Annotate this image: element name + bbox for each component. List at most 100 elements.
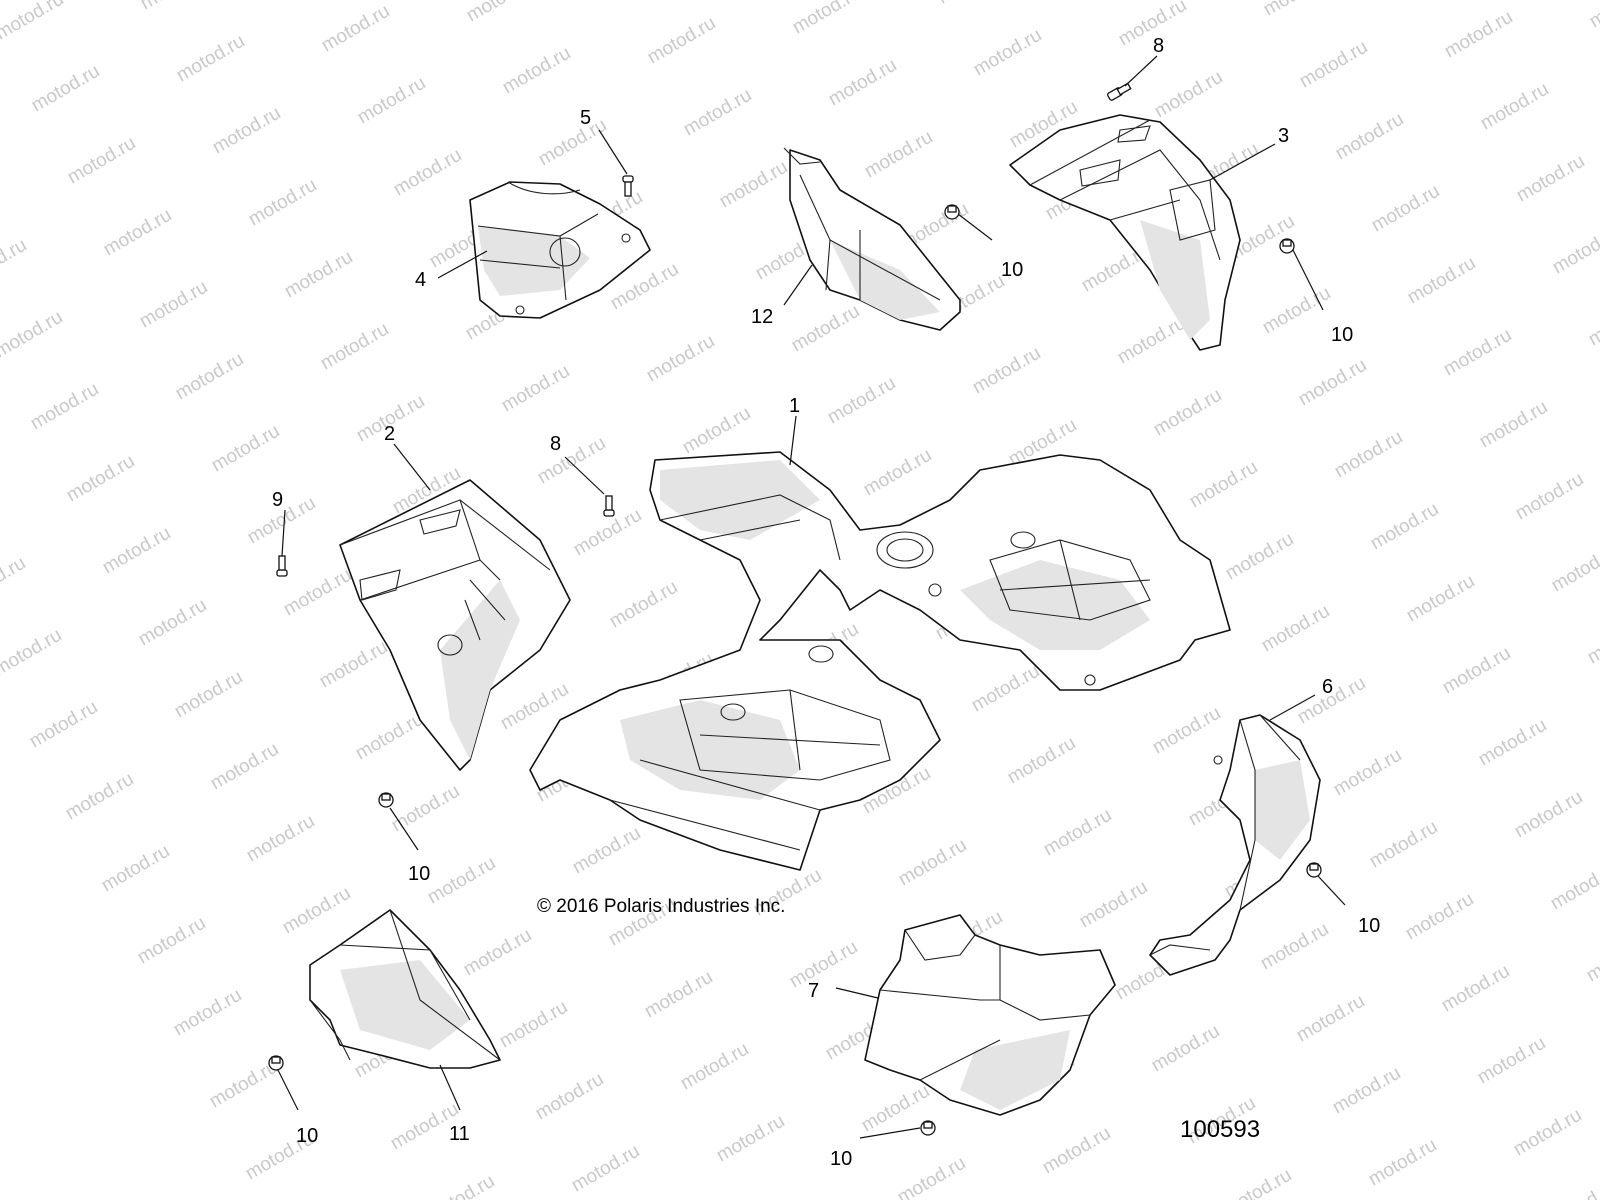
part-1-main-body xyxy=(529,451,1231,871)
watermark-text: motod.ru xyxy=(1511,787,1586,843)
watermark-text: motod.ru xyxy=(423,1171,498,1200)
part-3-side-panel xyxy=(1009,114,1241,351)
watermark-text: motod.ru xyxy=(680,85,755,141)
watermark-text: motod.ru xyxy=(1331,427,1406,483)
callout-8-top: 8 xyxy=(1153,35,1164,57)
watermark-text: motod.ru xyxy=(317,319,392,375)
fastener-10-clip-e xyxy=(268,1055,284,1071)
watermark-text: motod.ru xyxy=(209,103,284,159)
watermark-text: motod.ru xyxy=(1260,0,1335,20)
watermark-text: motod.ru xyxy=(1220,1165,1295,1200)
watermark-text: motod.ru xyxy=(460,925,535,981)
watermark-text: motod.ru xyxy=(1547,859,1600,915)
watermark-text: motod.ru xyxy=(568,1141,643,1197)
callout-labels: 1 2 3 4 5 6 7 8 8 9 10 10 10 10 10 10 11… xyxy=(272,35,1380,1170)
watermark-text: motod.ru xyxy=(100,205,175,261)
watermark-text: motod.ru xyxy=(1438,961,1513,1017)
part-7-lower-panel xyxy=(864,914,1116,1116)
watermark-text: motod.ru xyxy=(716,157,791,213)
watermark-text: motod.ru xyxy=(1332,109,1407,165)
callout-10-a: 10 xyxy=(1001,259,1023,281)
watermark-text: motod.ru xyxy=(1476,397,1551,453)
watermark-text: motod.ru xyxy=(1259,283,1334,339)
part-4-housing xyxy=(469,181,651,319)
callout-10-d: 10 xyxy=(1358,915,1380,937)
watermark-text: motod.ru xyxy=(644,13,719,69)
watermark-text: motod.ru xyxy=(62,769,137,825)
watermark-text: motod.ru xyxy=(281,247,356,303)
watermark-text: motod.ru xyxy=(171,667,246,723)
watermark-text: motod.ru xyxy=(1258,601,1333,657)
part-11-lower-panel xyxy=(309,909,501,1069)
diagram-number: 100593 xyxy=(1180,1116,1260,1143)
watermark-text: motod.ru xyxy=(1583,931,1600,987)
watermark-text: motod.ru xyxy=(789,0,864,38)
watermark-text: motod.ru xyxy=(388,781,463,837)
part-2-side-panel xyxy=(339,479,571,771)
fastener-10-clip-f xyxy=(920,1120,936,1136)
watermark-text: motod.ru xyxy=(1441,7,1516,63)
watermark-text: motod.ru xyxy=(1367,499,1442,555)
watermark-text: motod.ru xyxy=(1150,385,1225,441)
watermark-text: motod.ru xyxy=(499,43,574,99)
watermark-text: motod.ru xyxy=(934,0,1009,8)
watermark-text: motod.ru xyxy=(1404,253,1479,309)
fastener-10-clip-b xyxy=(1279,238,1295,254)
watermark-text: motod.ru xyxy=(463,0,538,26)
fastener-5-screw xyxy=(622,175,634,197)
part-12-panel xyxy=(783,147,961,331)
watermark-text: motod.ru xyxy=(208,421,283,477)
callout-8-mid: 8 xyxy=(550,433,561,455)
watermark-text: motod.ru xyxy=(969,343,1044,399)
watermark-text: motod.ru xyxy=(1257,919,1332,975)
fastener-8-screw-top xyxy=(1107,82,1132,101)
watermark-text: motod.ru xyxy=(424,853,499,909)
callout-12: 12 xyxy=(751,306,773,328)
callout-1: 1 xyxy=(789,395,800,417)
watermark-text: motod.ru xyxy=(679,403,754,459)
watermark-text: motod.ru xyxy=(825,55,900,111)
watermark-text: motod.ru xyxy=(861,127,936,183)
callout-10-c: 10 xyxy=(408,863,430,885)
callout-7: 7 xyxy=(808,980,819,1002)
watermark-text: motod.ru xyxy=(1366,817,1441,873)
watermark-text: motod.ru xyxy=(1584,613,1600,669)
watermark-text: motod.ru xyxy=(1295,355,1370,411)
watermark-text: motod.ru xyxy=(1151,67,1226,123)
watermark-text: motod.ru xyxy=(1513,151,1588,207)
watermark-text: motod.ru xyxy=(352,709,427,765)
watermark-text: motod.ru xyxy=(569,823,644,879)
watermark-text: motod.ru xyxy=(0,553,29,609)
watermark-text: motod.ru xyxy=(534,433,609,489)
watermark-text: motod.ru xyxy=(1186,457,1261,513)
callout-9: 9 xyxy=(272,489,283,511)
watermark-text: motod.ru xyxy=(136,277,211,333)
watermark-text: motod.ru xyxy=(1039,1123,1114,1179)
watermark-text: motod.ru xyxy=(535,115,610,171)
callout-10-b: 10 xyxy=(1331,324,1353,346)
watermark-text: motod.ru xyxy=(1040,805,1115,861)
watermark-text: motod.ru xyxy=(1148,1021,1223,1077)
watermark-text: motod.ru xyxy=(1548,541,1600,597)
watermark-text: motod.ru xyxy=(895,835,970,891)
watermark-text: motod.ru xyxy=(1474,1033,1549,1089)
watermark-text: motod.ru xyxy=(1403,571,1478,627)
watermark-text: motod.ru xyxy=(280,565,355,621)
callout-5: 5 xyxy=(580,107,591,129)
watermark-text: motod.ru xyxy=(1076,877,1151,933)
watermark-text: motod.ru xyxy=(316,637,391,693)
watermark-text: motod.ru xyxy=(1475,715,1550,771)
watermark-text: motod.ru xyxy=(1402,889,1477,945)
watermark-text: motod.ru xyxy=(1329,1063,1404,1119)
watermark-text: motod.ru xyxy=(1004,733,1079,789)
watermark-text: motod.ru xyxy=(1365,1135,1440,1191)
watermark-text: motod.ru xyxy=(354,73,429,129)
watermark-text: motod.ru xyxy=(134,913,209,969)
watermark-text: motod.ru xyxy=(207,739,282,795)
watermark-text: motod.ru xyxy=(1439,643,1514,699)
watermark-text: motod.ru xyxy=(824,373,899,429)
watermark-text: motod.ru xyxy=(318,1,393,57)
callout-10-e: 10 xyxy=(296,1125,318,1147)
watermark-text: motod.ru xyxy=(99,523,174,579)
